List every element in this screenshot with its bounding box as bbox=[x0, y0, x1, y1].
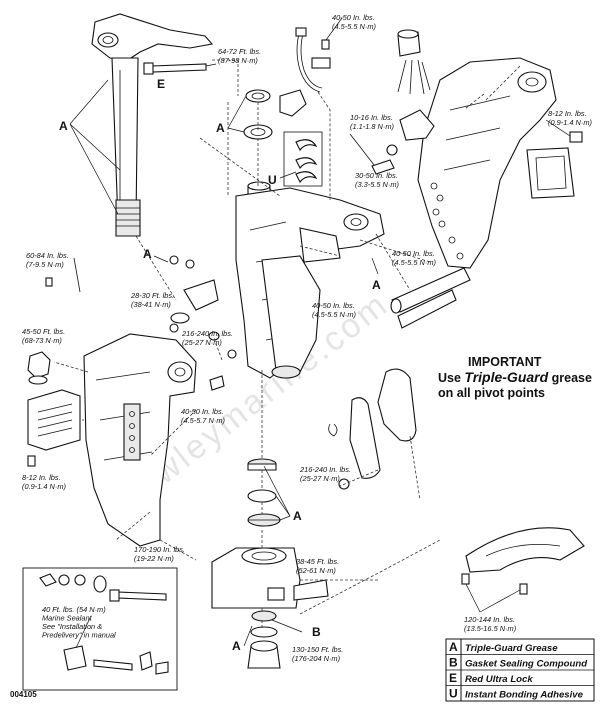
transom-bracket-right bbox=[417, 57, 575, 269]
tilt-stop-plate bbox=[461, 527, 585, 595]
torque-60-84: 60-84 In. lbs.(7-9.5 N·m) bbox=[26, 251, 69, 269]
letter-a-pin: A bbox=[143, 247, 152, 261]
torque-8-12-left: 8-12 In. lbs.(0.9-1.4 N·m) bbox=[22, 473, 66, 491]
swivel-bracket bbox=[235, 187, 385, 379]
torque-130-150: 130-150 Ft. lbs.(176-204 N·m) bbox=[292, 645, 343, 663]
torque-28-30: 28-30 Ft. lbs.(38-41 N·m) bbox=[130, 291, 174, 309]
figure-number: 004105 bbox=[10, 690, 37, 699]
steering-shaft bbox=[91, 13, 214, 237]
torque-40-50-low: 40-50 In. lbs.(4.5-5.7 N·m) bbox=[181, 407, 225, 425]
torque-40-50-center: 40-50 In. lbs.(4.5-5.5 N·m) bbox=[312, 301, 356, 319]
legend-text-u: Instant Bonding Adhesive bbox=[465, 690, 584, 701]
letter-e-bolt: E bbox=[157, 77, 165, 91]
leader-lines bbox=[69, 17, 571, 647]
letter-a-stack: A bbox=[293, 509, 302, 523]
torque-170-190: 170-190 In. lbs.(19-22 N·m) bbox=[134, 545, 185, 563]
letter-a-bottom: A bbox=[232, 639, 241, 653]
small-hardware-left bbox=[27, 255, 237, 467]
legend-key-e: E bbox=[449, 671, 457, 685]
assembly-lines bbox=[53, 59, 521, 628]
letter-a-shaft: A bbox=[59, 119, 68, 133]
trim-sender-harness bbox=[295, 27, 331, 93]
side-cover-plate bbox=[27, 389, 81, 451]
torque-10-16: 10-16 In. lbs.(1.1-1.8 N·m) bbox=[350, 113, 394, 131]
connector-plug bbox=[397, 29, 431, 95]
legend-text-a: Triple-Guard Grease bbox=[465, 643, 558, 654]
torque-40-50-top: 40-50 In. lbs.(4.5-5.5 N·m) bbox=[332, 13, 376, 31]
torque-64-72: 64-72 Ft. lbs.(87-98 N·m) bbox=[218, 47, 261, 65]
torque-30-50: 30-50 In. lbs.(3.3-5.5 N·m) bbox=[355, 171, 399, 189]
important-note: IMPORTANT Use Triple-Guard grease on all… bbox=[438, 355, 592, 400]
trim-link-rod bbox=[349, 109, 583, 175]
important-line-2: on all pivot points bbox=[438, 386, 545, 400]
letter-u-clips: U bbox=[268, 173, 277, 187]
tilt-tube bbox=[390, 267, 471, 329]
torque-40-50-mid: 40-50 In. lbs.(4.5-5.5 N·m) bbox=[392, 249, 436, 267]
tilt-lock-lever bbox=[328, 368, 417, 490]
legend-key-u: U bbox=[449, 687, 458, 701]
torque-216-240-a: 216-240 In. lbs.(25-27 N·m) bbox=[181, 329, 233, 347]
legend-key-a: A bbox=[449, 640, 458, 654]
important-title: IMPORTANT bbox=[468, 355, 542, 369]
torque-120-144: 120-144 In. lbs.(13.5-16.5 N·m) bbox=[464, 615, 517, 633]
letter-b-bottom: B bbox=[312, 625, 321, 639]
torque-45-50: 45-50 Ft. lbs.(68-73 N·m) bbox=[22, 327, 65, 345]
letter-a-tube: A bbox=[372, 278, 381, 292]
bolt-e bbox=[143, 62, 207, 75]
letter-a-bushings: A bbox=[216, 121, 225, 135]
torque-216-240-b: 216-240 In. lbs.(25-27 N·m) bbox=[299, 465, 351, 483]
inset-note: 40 Ft. lbs. (54 N·m) Marine Sealant See … bbox=[42, 605, 116, 640]
legend-key-b: B bbox=[449, 656, 458, 670]
reference-letters: A E A U A A A A B bbox=[59, 77, 381, 653]
inset-detail-box bbox=[22, 567, 178, 691]
clamp-nut bbox=[27, 351, 51, 385]
important-line-1: Use Triple-Guard grease bbox=[438, 369, 592, 385]
clamp-bracket-left bbox=[83, 333, 197, 547]
legend-box: A Triple-Guard Grease B Gasket Sealing C… bbox=[445, 638, 595, 702]
torque-labels: 40-50 In. lbs.(4.5-5.5 N·m) 64-72 Ft. lb… bbox=[22, 13, 592, 663]
steering-tube-stack bbox=[211, 458, 329, 669]
torque-38-45: 38-45 Ft. lbs.(52-61 N·m) bbox=[296, 557, 339, 575]
legend-text-b: Gasket Sealing Compound bbox=[465, 659, 588, 670]
torque-8-12-right: 8-12 In. lbs.(0.9-1.4 N·m) bbox=[548, 109, 592, 127]
retainer-clips-u bbox=[283, 131, 323, 187]
legend-text-e: Red Ultra Lock bbox=[465, 674, 533, 685]
